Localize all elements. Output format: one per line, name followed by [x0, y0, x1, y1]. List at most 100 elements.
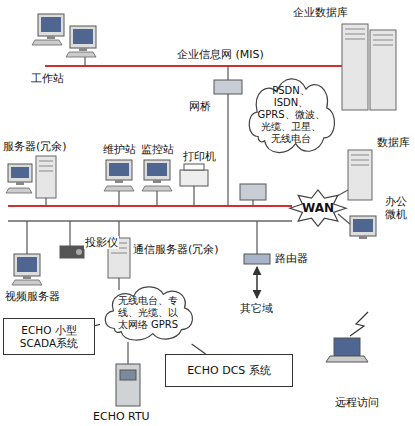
node-text: PSDN、ISDN、GPRS、微波、光缆、卫星、无线电台 — [257, 85, 325, 145]
device-label: 投影仪 — [84, 236, 119, 249]
network-cloud: PSDN、ISDN、GPRS、微波、光缆、卫星、无线电台 — [244, 72, 338, 158]
keyboard-icon — [142, 186, 172, 191]
drive-bay — [39, 166, 53, 167]
server-tower — [36, 156, 56, 198]
laptop-screen — [334, 338, 360, 356]
keyboard-icon — [12, 280, 42, 285]
drive-bay — [373, 45, 393, 46]
drive-bay — [111, 253, 127, 254]
monitor-screen — [17, 257, 37, 272]
device-label: 服务器(冗余) — [2, 140, 68, 153]
network-wire — [26, 221, 27, 254]
device-label: 工作站 — [30, 72, 65, 85]
drive-bay — [345, 29, 365, 30]
monitor-icon — [70, 26, 96, 51]
monitor-stand — [16, 182, 24, 185]
node-text: 无线电台、专线、光缆、以太网络 GPRS — [114, 295, 182, 331]
device-label: 维护站 — [102, 143, 137, 156]
mis-bus — [45, 65, 342, 67]
network-wire — [118, 191, 119, 206]
device-label: 企业信息网 (MIS) — [176, 48, 265, 61]
device-label: 视频服务器 — [4, 290, 61, 303]
printer-icon — [180, 170, 208, 186]
node-text: ECHO 小型SCADA系统 — [7, 324, 91, 349]
monitor-stand — [153, 180, 161, 183]
wan-star: WAN — [290, 190, 346, 226]
tower-case — [342, 24, 368, 110]
network-wire — [252, 200, 253, 206]
server-tower — [370, 30, 396, 110]
network-wire — [45, 198, 46, 206]
monitor-frame — [38, 14, 64, 36]
rtu-cabinet — [116, 364, 140, 406]
network-link — [95, 324, 100, 325]
network-wire — [156, 191, 157, 206]
drive-bay — [373, 35, 393, 36]
network-link — [192, 344, 206, 354]
drive-bay — [351, 160, 369, 161]
monitor-screen — [147, 163, 167, 176]
keyboard-icon — [104, 186, 134, 191]
monitor-icon — [38, 14, 64, 39]
drive-bay — [345, 39, 365, 40]
device-label: 监控站 — [140, 143, 175, 156]
network-cloud: 无线电台、专线、光缆、以太网络 GPRS — [100, 282, 196, 344]
monitor-icon — [8, 164, 32, 185]
tower-case — [348, 150, 372, 200]
monitor-frame — [70, 26, 96, 48]
drive-bay — [373, 40, 393, 41]
printer-tray — [184, 164, 204, 170]
monitor-frame — [14, 254, 40, 276]
system-box: ECHO 小型SCADA系统 — [3, 318, 95, 355]
monitor-frame — [8, 164, 32, 182]
network-wire — [338, 214, 350, 224]
device-label: 网桥 — [188, 100, 212, 113]
bridge-device — [214, 80, 242, 94]
monitor-stand — [47, 36, 55, 39]
network-wire — [69, 221, 70, 246]
switch-device — [240, 184, 266, 200]
keyboard-icon — [66, 52, 96, 57]
device-label: 数据库 — [376, 136, 411, 149]
device-label: 打印机 — [182, 150, 217, 163]
drive-bay — [345, 34, 365, 35]
device-label: 办公微机 — [384, 196, 408, 221]
drive-bay — [39, 171, 53, 172]
network-wire — [118, 278, 119, 290]
projector-lens — [76, 249, 82, 255]
monitor-stand — [79, 48, 87, 51]
monitor-icon — [14, 254, 40, 279]
node-text: ECHO DCS 系统 — [170, 364, 288, 377]
device-label: 路由器 — [274, 252, 309, 265]
device-label: 远程访问 — [334, 396, 380, 409]
device-label: 企业数据库 — [292, 6, 349, 19]
network-wire — [84, 57, 85, 66]
monitor-stand — [115, 180, 123, 183]
keyboard-icon — [32, 40, 62, 45]
monitor-frame — [144, 160, 170, 180]
system-box: ECHO DCS 系统 — [165, 354, 293, 387]
drive-bay — [351, 155, 369, 156]
drive-bay — [351, 165, 369, 166]
monitor-icon — [144, 160, 170, 183]
device-label: 其它域 — [239, 302, 274, 315]
laptop-base — [326, 356, 368, 362]
monitor-icon — [350, 216, 376, 239]
tower-case — [36, 156, 56, 198]
router-device — [244, 254, 270, 264]
main-bus — [8, 205, 292, 207]
monitor-screen — [41, 17, 61, 32]
network-wire — [127, 342, 128, 364]
double-arrow — [256, 267, 258, 298]
monitor-screen — [73, 29, 93, 44]
server-tower — [342, 24, 368, 110]
monitor-stand — [23, 276, 31, 279]
monitor-stand — [359, 236, 367, 239]
rtu-panel — [120, 370, 136, 380]
main-bus-redundant — [8, 220, 292, 222]
device-label: ECHO RTU — [92, 410, 151, 423]
server-tower — [348, 150, 372, 200]
network-wire — [256, 221, 257, 254]
monitor-frame — [106, 160, 132, 180]
